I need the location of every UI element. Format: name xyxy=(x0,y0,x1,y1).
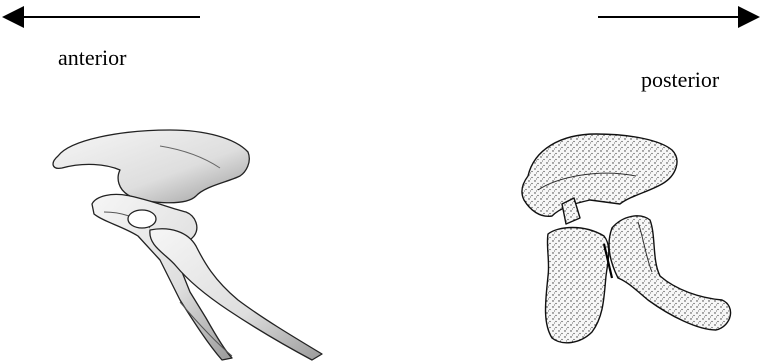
ilium-blade-left xyxy=(53,130,249,203)
ischium-right xyxy=(609,216,730,330)
ischium-left xyxy=(150,229,322,360)
arrow-left-icon xyxy=(2,6,200,28)
pelvis-illustration-right xyxy=(522,134,731,343)
arrow-right-icon xyxy=(598,6,760,28)
pelvis-illustration-left xyxy=(53,130,322,360)
anterior-label: anterior xyxy=(58,47,126,69)
pubis-right xyxy=(546,228,609,343)
ilium-blade-right xyxy=(522,134,677,216)
posterior-label: posterior xyxy=(641,69,719,91)
